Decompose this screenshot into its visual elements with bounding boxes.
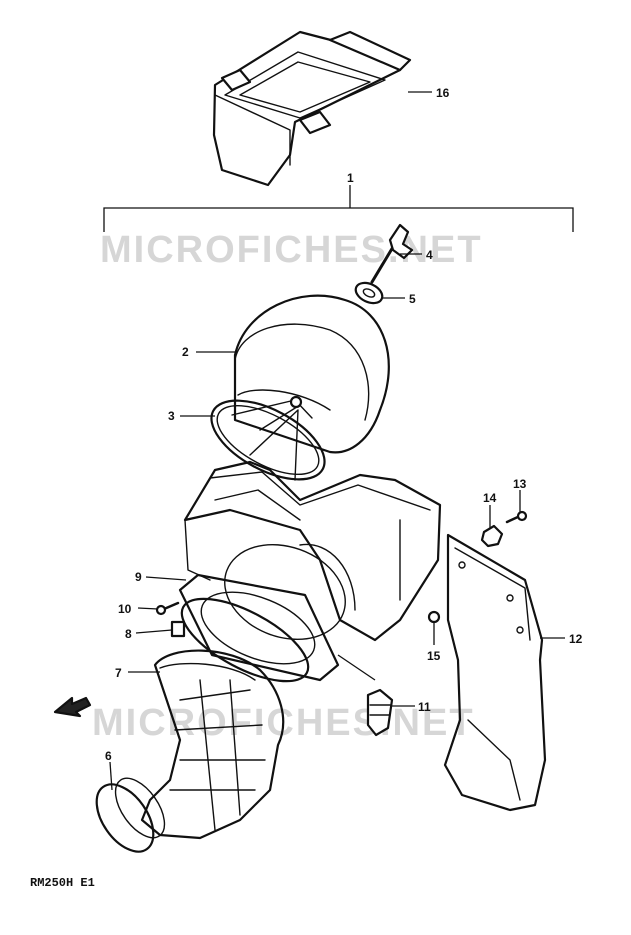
callout-11: 11: [418, 700, 431, 714]
air-box-case: [183, 460, 442, 642]
front-arrow-icon: [53, 696, 92, 718]
callout-15: 15: [427, 649, 441, 663]
part-11-drain-plug: [366, 688, 394, 737]
part-15-grommet: [427, 610, 441, 624]
callout-5: 5: [409, 292, 416, 306]
callout-1: 1: [347, 171, 354, 185]
callout-7: 7: [115, 666, 122, 680]
part-6-clamp-ring: [95, 777, 166, 853]
part-2-filter-element: [233, 294, 390, 454]
part-9-flange: [178, 573, 340, 682]
callout-12: 12: [569, 632, 583, 646]
part-4-wing-bolt: [370, 223, 414, 284]
callout-10: 10: [118, 602, 132, 616]
callout-13: 13: [513, 477, 527, 491]
callout-9: 9: [135, 570, 142, 584]
callout-6: 6: [105, 749, 112, 763]
part-12-rear-duct: [443, 533, 547, 812]
leader-lines: [109, 91, 565, 791]
callout-4: 4: [426, 248, 433, 262]
part-10-bolt: [155, 601, 180, 616]
callout-14: 14: [483, 491, 497, 505]
diagram-code: RM250H E1: [30, 876, 95, 890]
part-7-intake-boot: [140, 649, 285, 840]
callout-2: 2: [182, 345, 189, 359]
callout-16: 16: [436, 86, 450, 100]
callout-labels: 1 2 3 4 5 6 7 8 9 10 11 12 13 14 15 16: [105, 86, 583, 763]
part-8-clamp-band: [170, 597, 310, 683]
watermark-top: MICROFICHES.NET: [100, 229, 483, 271]
part-14-nut: [480, 524, 504, 548]
part-13-bolt: [505, 510, 528, 524]
callout-3: 3: [168, 409, 175, 423]
callout-8: 8: [125, 627, 132, 641]
assembly-bracket: [103, 185, 574, 232]
part-16-cover: [212, 30, 412, 187]
part-5-washer: [354, 281, 384, 305]
part-3-filter-cage: [210, 395, 326, 481]
